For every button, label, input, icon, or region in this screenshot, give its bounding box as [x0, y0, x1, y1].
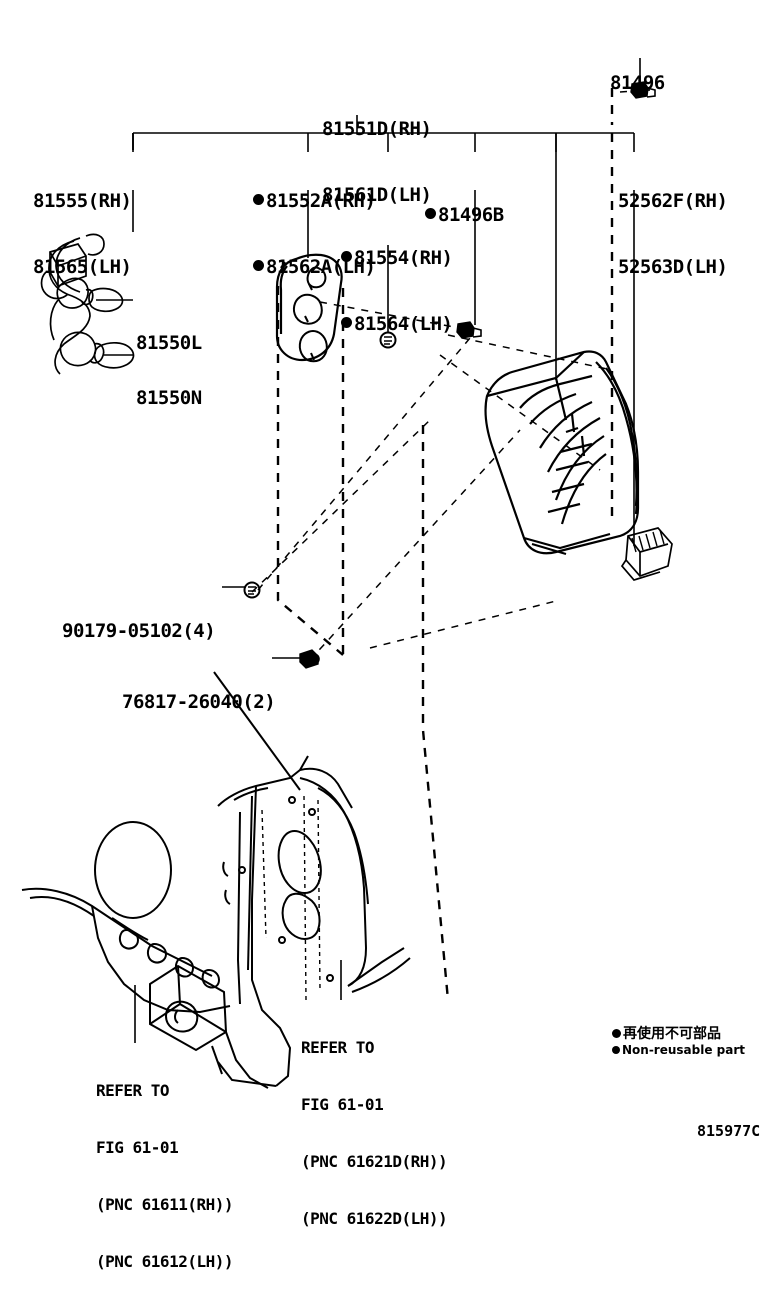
callout-81551d: 81551D(RH) 81561D(LH)	[322, 118, 432, 206]
wire-harness-part	[40, 233, 135, 375]
non-reusable-marker-icon	[341, 317, 352, 328]
screw-90179-icon	[243, 581, 261, 599]
oval-opening-detail	[94, 821, 172, 919]
callout-81555: 81555(RH) 81565(LH)	[33, 190, 132, 278]
non-reusable-marker-icon	[612, 1045, 620, 1054]
non-reusable-marker-icon	[612, 1028, 621, 1038]
callout-81550l: 81550L	[136, 332, 202, 354]
refer-note-left: REFER TO FIG 61-01 (PNC 61611(RH)) (PNC …	[96, 1081, 234, 1271]
callout-81496: 81496	[610, 72, 665, 94]
connector-cluster-part	[620, 527, 673, 581]
legend-cjk-row: 再使用不可部品	[612, 1026, 745, 1043]
legend-block: 再使用不可部品 Non-reusable part	[612, 1026, 745, 1058]
panel-leader-line	[213, 671, 301, 791]
clip-76817-icon	[299, 649, 320, 669]
rocker-panel-part	[21, 887, 269, 1089]
leader-bus-bar	[133, 115, 634, 134]
non-reusable-marker-icon	[253, 194, 264, 205]
clip-81496b-icon	[456, 321, 482, 339]
callout-81496b: 81496B	[425, 160, 504, 270]
non-reusable-marker-icon	[341, 251, 352, 262]
callout-81550n: 81550N	[136, 387, 202, 409]
bracket-holes	[292, 266, 328, 363]
non-reusable-marker-icon	[425, 208, 436, 219]
screw-81554-icon	[379, 331, 397, 349]
document-id: 815977C	[697, 1122, 760, 1140]
assembly-dashed-lines	[276, 88, 614, 1001]
callout-90179: 90179-05102(4)	[62, 620, 216, 642]
callout-52562f: 52562F(RH) 52563D(LH)	[618, 190, 728, 278]
retainer-bracket-part	[275, 253, 343, 362]
tail-lamp-assembly-part	[484, 350, 640, 556]
parts-diagram-sheet: 81496 81551D(RH) 81561D(LH) 81555(RH) 81…	[21, 58, 760, 1271]
diagram-artwork	[21, 58, 673, 1089]
callout-81554: 81554(RH) 81564(LH)	[341, 203, 453, 379]
clip-81496-icon	[630, 81, 656, 99]
callout-76817: 76817-26040(2)	[122, 691, 276, 713]
refer-note-right: REFER TO FIG 61-01 (PNC 61621D(RH)) (PNC…	[301, 1038, 448, 1228]
legend-en-row: Non-reusable part	[612, 1043, 745, 1058]
quarter-panel-part	[217, 755, 411, 1087]
non-reusable-marker-icon	[253, 260, 264, 271]
